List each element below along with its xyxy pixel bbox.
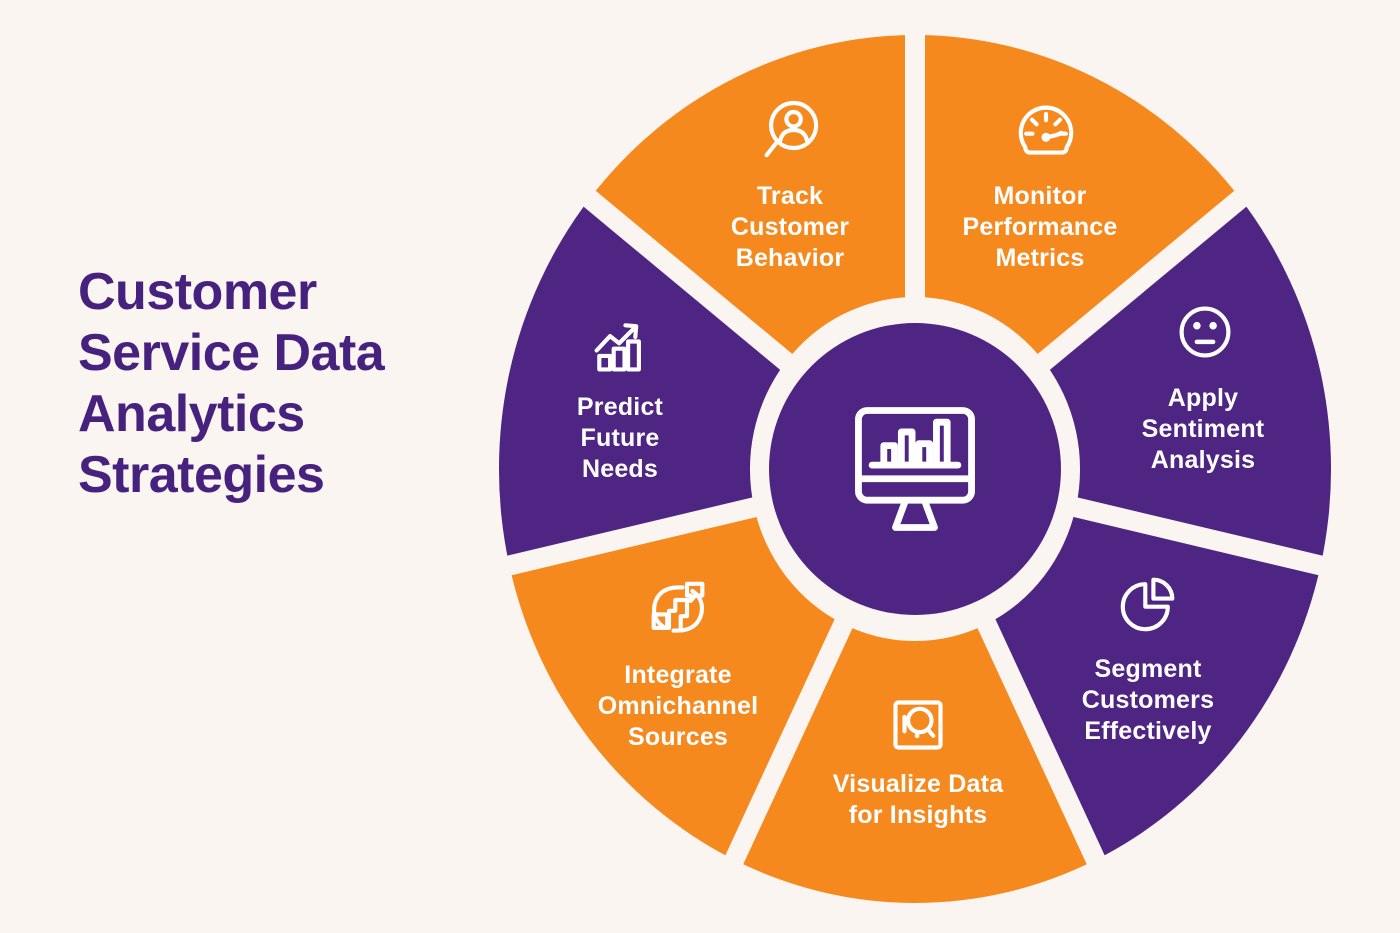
- wheel-segment-visualize-data: [734, 624, 1096, 903]
- wheel-segment-integrate-sources: [509, 507, 844, 860]
- wheel-segment-apply-sentiment: [1044, 198, 1332, 566]
- wheel-divider: [968, 601, 1111, 877]
- segment-label-segment-customers: Segment Customers Effectively: [1081, 655, 1215, 745]
- neutral-face-icon: [1169, 296, 1241, 368]
- user-search-icon: [754, 94, 826, 166]
- page-title: Customer Service Data Analytics Strategi…: [78, 263, 385, 504]
- gauge-icon: [1010, 95, 1082, 167]
- wheel-center-disc: [769, 323, 1061, 615]
- pie-chart-icon: [1112, 568, 1184, 640]
- wheel-divider: [572, 182, 808, 383]
- wheel-divider: [1054, 492, 1337, 579]
- monitor-bar-chart-icon: [837, 391, 993, 547]
- segment-label-visualize-data: Visualize Data for Insights: [832, 770, 1004, 829]
- segment-label-apply-sentiment: Apply Sentiment Analysis: [1141, 384, 1265, 474]
- wheel-divider: [719, 601, 862, 877]
- chart-search-icon: [882, 689, 954, 761]
- segment-label-predict-needs: Predict Future Needs: [576, 393, 664, 483]
- wheel-segment-predict-needs: [498, 198, 786, 566]
- integration-icon: [642, 573, 714, 645]
- wheel-segment-track-behavior: [589, 35, 915, 362]
- segment-label-monitor-performance: Monitor Performance Metrics: [962, 182, 1118, 272]
- segment-label-track-behavior: Track Customer Behavior: [730, 182, 850, 272]
- wheel-divider: [493, 492, 776, 579]
- trend-chart-icon: [584, 310, 656, 382]
- wheel-divider: [1022, 182, 1258, 383]
- segment-label-integrate-sources: Integrate Omnichannel Sources: [597, 661, 759, 751]
- wheel-segment-segment-customers: [986, 507, 1321, 860]
- wheel-segment-monitor-performance: [915, 35, 1241, 362]
